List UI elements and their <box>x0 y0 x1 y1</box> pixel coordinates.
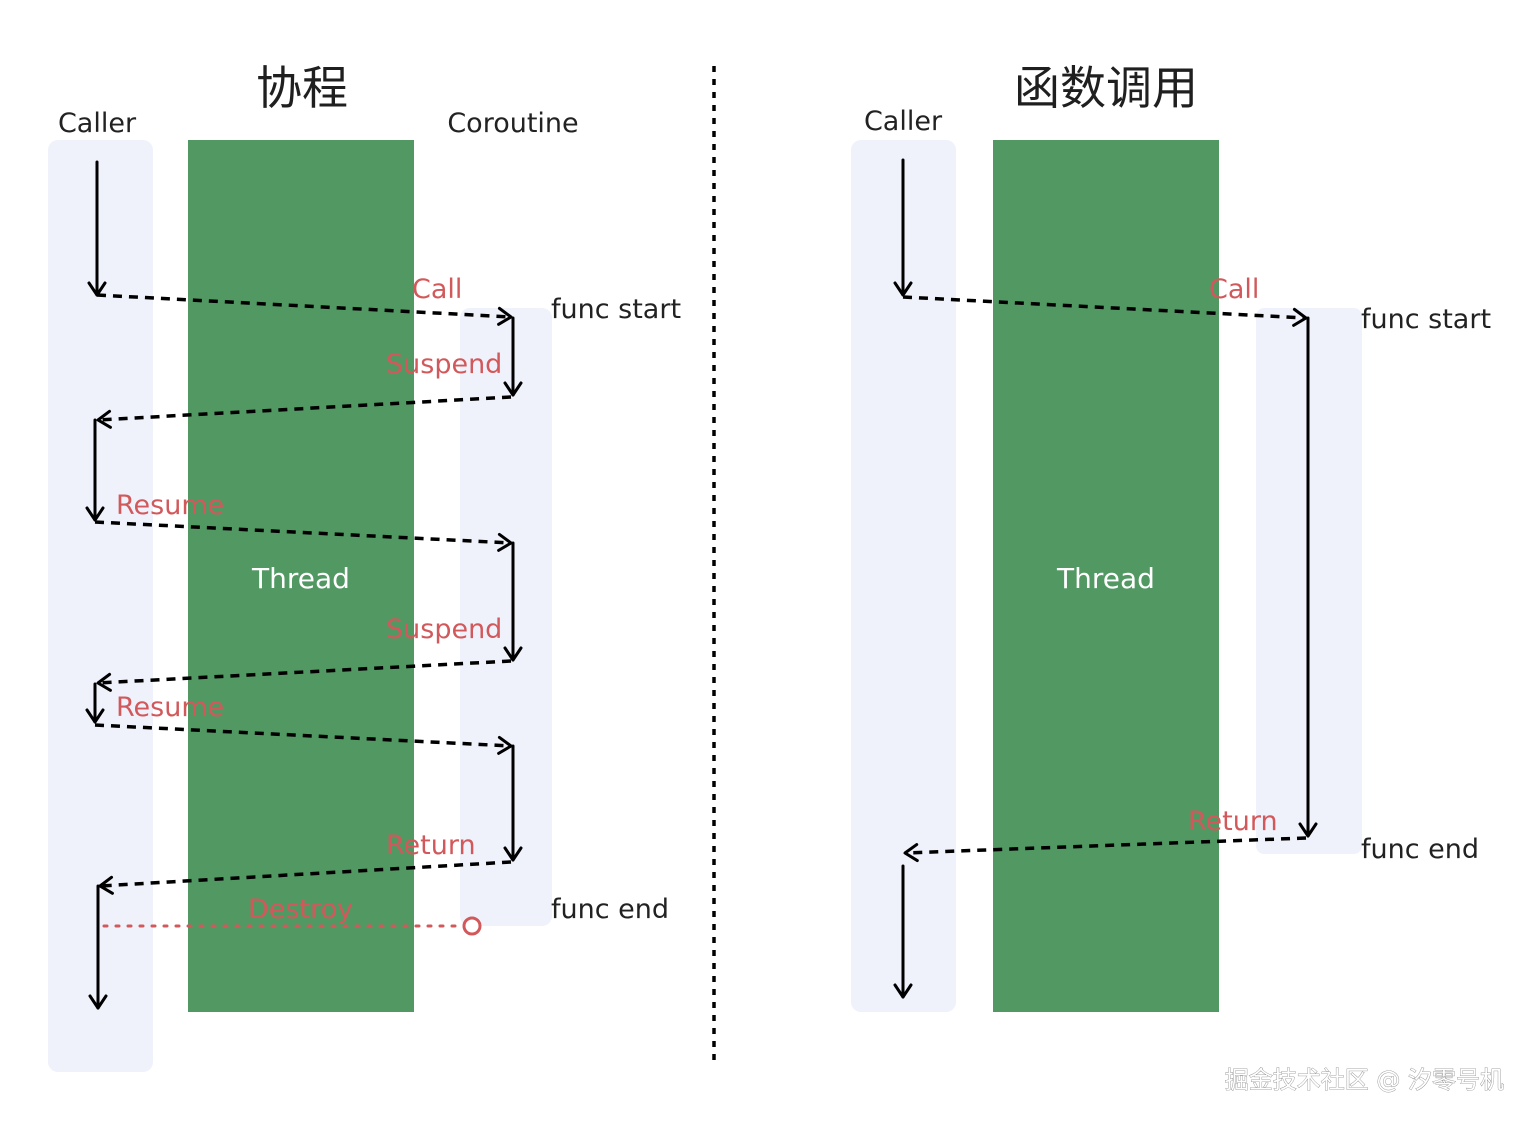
thread-label: Thread <box>1056 562 1155 595</box>
call-arrow <box>902 295 1308 327</box>
call-label: Call <box>412 274 462 305</box>
call-label: Call <box>1209 274 1259 305</box>
function-call-panel: 函数调用 Caller Thread func start func end C… <box>851 61 1491 1012</box>
caller-lane <box>48 140 153 1072</box>
return-arrow <box>903 836 1307 863</box>
caller-lane <box>851 140 956 1012</box>
func-start-label: func start <box>1361 304 1491 335</box>
thread-block <box>993 140 1219 1012</box>
coroutine-label: Coroutine <box>447 108 578 139</box>
caller-label: Caller <box>864 106 943 137</box>
suspend-arrow <box>96 659 512 692</box>
suspend-label: Suspend <box>386 614 502 645</box>
resume-arrow <box>94 723 513 755</box>
thread-label: Thread <box>251 562 350 595</box>
resume-label: Resume <box>116 692 224 723</box>
coroutine-lane <box>460 308 552 926</box>
resume-label: Resume <box>116 490 224 521</box>
thread-block <box>188 140 414 1012</box>
resume-arrow <box>94 520 513 552</box>
suspend-arrow <box>96 395 512 429</box>
return-label: Return <box>386 830 476 861</box>
panel-title: 协程 <box>256 61 348 115</box>
return-arrow <box>98 860 512 895</box>
return-label: Return <box>1188 806 1278 837</box>
panel-title: 函数调用 <box>1014 61 1198 115</box>
caller-label: Caller <box>58 108 137 139</box>
watermark: 掘金技术社区 @ 汐零号机 <box>1225 1066 1504 1094</box>
func-end-label: func end <box>551 894 669 925</box>
coroutine-panel: 协程 Caller Coroutine Thread func start fu… <box>48 61 681 1072</box>
suspend-label: Suspend <box>386 349 502 380</box>
destroy-label: Destroy <box>248 894 353 925</box>
destroy-end-marker <box>462 916 482 936</box>
func-end-label: func end <box>1361 834 1479 865</box>
call-arrow <box>96 293 513 326</box>
func-start-label: func start <box>551 294 681 325</box>
